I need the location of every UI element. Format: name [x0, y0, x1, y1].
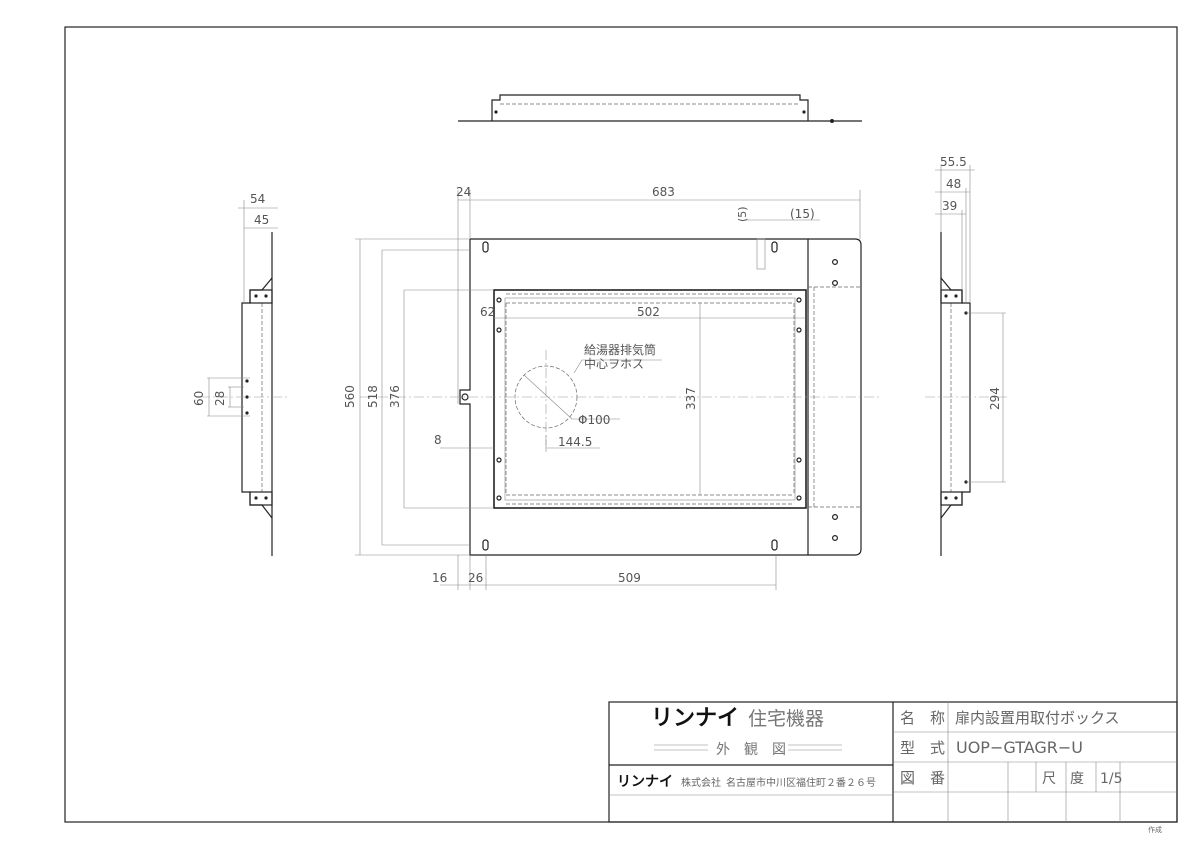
- company-address: 名古屋市中川区福住町２番２６号: [726, 776, 876, 789]
- brand-logo: リンナイ: [651, 706, 739, 731]
- annotation-line2: 中心ヲホス: [584, 356, 644, 371]
- dim-mid-height: 518: [366, 385, 380, 408]
- front-view: [360, 238, 880, 556]
- left-side-view: [200, 200, 290, 556]
- drawing-border: [64, 26, 1178, 823]
- top-view: [458, 94, 862, 123]
- name-label: 名 称: [900, 709, 945, 727]
- dim-bottom-left: 16: [432, 571, 447, 585]
- scale-value: 1/5: [1100, 771, 1123, 787]
- name-value: 扉内設置用取付ボックス: [955, 709, 1120, 727]
- view-label: 外 観 図: [716, 741, 786, 758]
- dim-left-gap: 8: [434, 433, 442, 447]
- dim-right-55-5: 55.5: [940, 155, 967, 169]
- drawing-number-label: 図 番: [900, 769, 945, 787]
- dim-inner-height: 376: [388, 385, 402, 408]
- dim-pipe-offset: 144.5: [558, 435, 592, 449]
- dim-top-offset: 24: [456, 185, 471, 199]
- dim-top-width: 683: [652, 185, 675, 199]
- model-label: 型 式: [900, 739, 945, 757]
- dim-bottom-width: 509: [618, 571, 641, 585]
- dim-right-294: 294: [988, 387, 1002, 410]
- dim-left-60: 60: [192, 391, 206, 406]
- dim-bracket-15: (15): [790, 207, 815, 221]
- company-suffix: 株式会社: [681, 776, 721, 789]
- dim-right-48: 48: [946, 177, 961, 191]
- dim-right-39: 39: [942, 199, 957, 213]
- brand-subtitle: 住宅機器: [748, 708, 824, 730]
- dim-inner-width: 502: [637, 305, 660, 319]
- dim-opening-height: 337: [684, 387, 698, 410]
- scale-label: 尺 度: [1042, 771, 1084, 787]
- dim-outer-height: 560: [343, 385, 357, 408]
- model-value: UOP−GTAGR−U: [956, 738, 1083, 757]
- dim-inner-offset: 62: [480, 305, 495, 319]
- dim-bracket-5: (5): [736, 206, 749, 222]
- dim-pipe-diameter: Φ100: [578, 413, 610, 427]
- company-brand: リンナイ: [617, 774, 673, 790]
- dim-left-45: 45: [254, 213, 269, 227]
- annotation-line1: 給湯器排気筒: [584, 342, 656, 357]
- corner-note: 作成: [1148, 825, 1162, 834]
- dim-bottom-26: 26: [468, 571, 483, 585]
- right-side-view: [925, 165, 1010, 556]
- front-dimension-lines: [355, 190, 861, 590]
- title-block: [608, 701, 1178, 823]
- dim-left-54: 54: [250, 192, 265, 206]
- dim-left-28: 28: [213, 391, 227, 406]
